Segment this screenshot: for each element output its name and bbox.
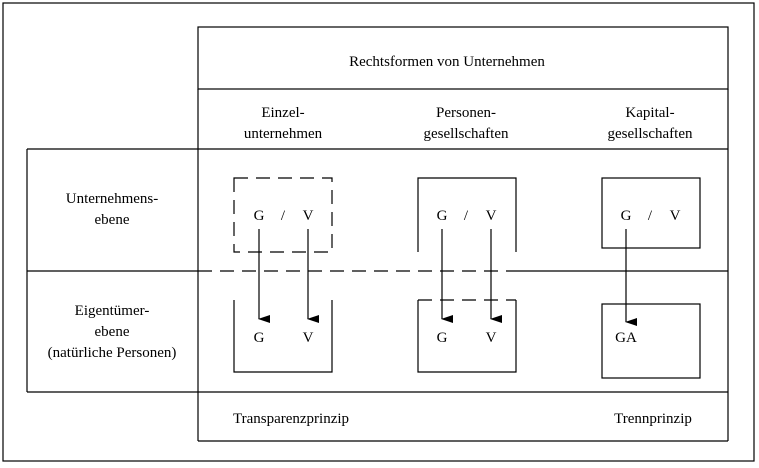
kapital-company-slash: / bbox=[648, 208, 653, 224]
diagram-title: Rechtsformen von Unternehmen bbox=[349, 54, 545, 70]
column-header-einzel-line1: Einzel- bbox=[261, 105, 304, 121]
footer-separation-principle: Trennprinzip bbox=[614, 411, 692, 427]
personen-company-slash: / bbox=[464, 208, 469, 224]
footer-transparency-principle: Transparenzprinzip bbox=[233, 411, 349, 427]
einzel-company-slash: / bbox=[281, 208, 286, 224]
column-header-kapital-line2: gesellschaften bbox=[608, 126, 693, 142]
kapital-company-g: G bbox=[621, 208, 632, 224]
einzel-company-box bbox=[233, 177, 333, 253]
einzel-company-g: G bbox=[254, 208, 265, 224]
row-label-unternehmen-line1: Unternehmens- bbox=[66, 191, 158, 207]
column-header-kapital-line1: Kapital- bbox=[625, 105, 674, 121]
kapital-owner-ga: GA bbox=[615, 330, 637, 346]
personen-owner-g: G bbox=[437, 330, 448, 346]
column-header-personen-line2: gesellschaften bbox=[424, 126, 509, 142]
title-cell bbox=[197, 26, 729, 90]
kapital-company-v: V bbox=[670, 208, 681, 224]
column-header-einzel-line2: unternehmen bbox=[244, 126, 323, 142]
outer-frame bbox=[2, 2, 755, 462]
column-header-personen-line1: Personen- bbox=[436, 105, 496, 121]
einzel-owner-box bbox=[233, 300, 333, 373]
personen-company-v: V bbox=[486, 208, 497, 224]
row-label-eigentuemer-line1: Eigentümer- bbox=[75, 303, 150, 319]
kapital-company-box bbox=[601, 177, 701, 249]
row-label-unternehmen-line2: ebene bbox=[95, 212, 130, 228]
einzel-company-v: V bbox=[303, 208, 314, 224]
row-label-eigentuemer-line3: (natürliche Personen) bbox=[48, 345, 177, 361]
einzel-owner-g: G bbox=[254, 330, 265, 346]
row-label-eigentuemer-line2: ebene bbox=[95, 324, 130, 340]
personen-company-box bbox=[417, 177, 517, 252]
personen-company-g: G bbox=[437, 208, 448, 224]
personen-owner-box bbox=[417, 300, 517, 373]
personen-owner-v: V bbox=[486, 330, 497, 346]
kapital-owner-box bbox=[601, 303, 701, 379]
einzel-owner-v: V bbox=[303, 330, 314, 346]
